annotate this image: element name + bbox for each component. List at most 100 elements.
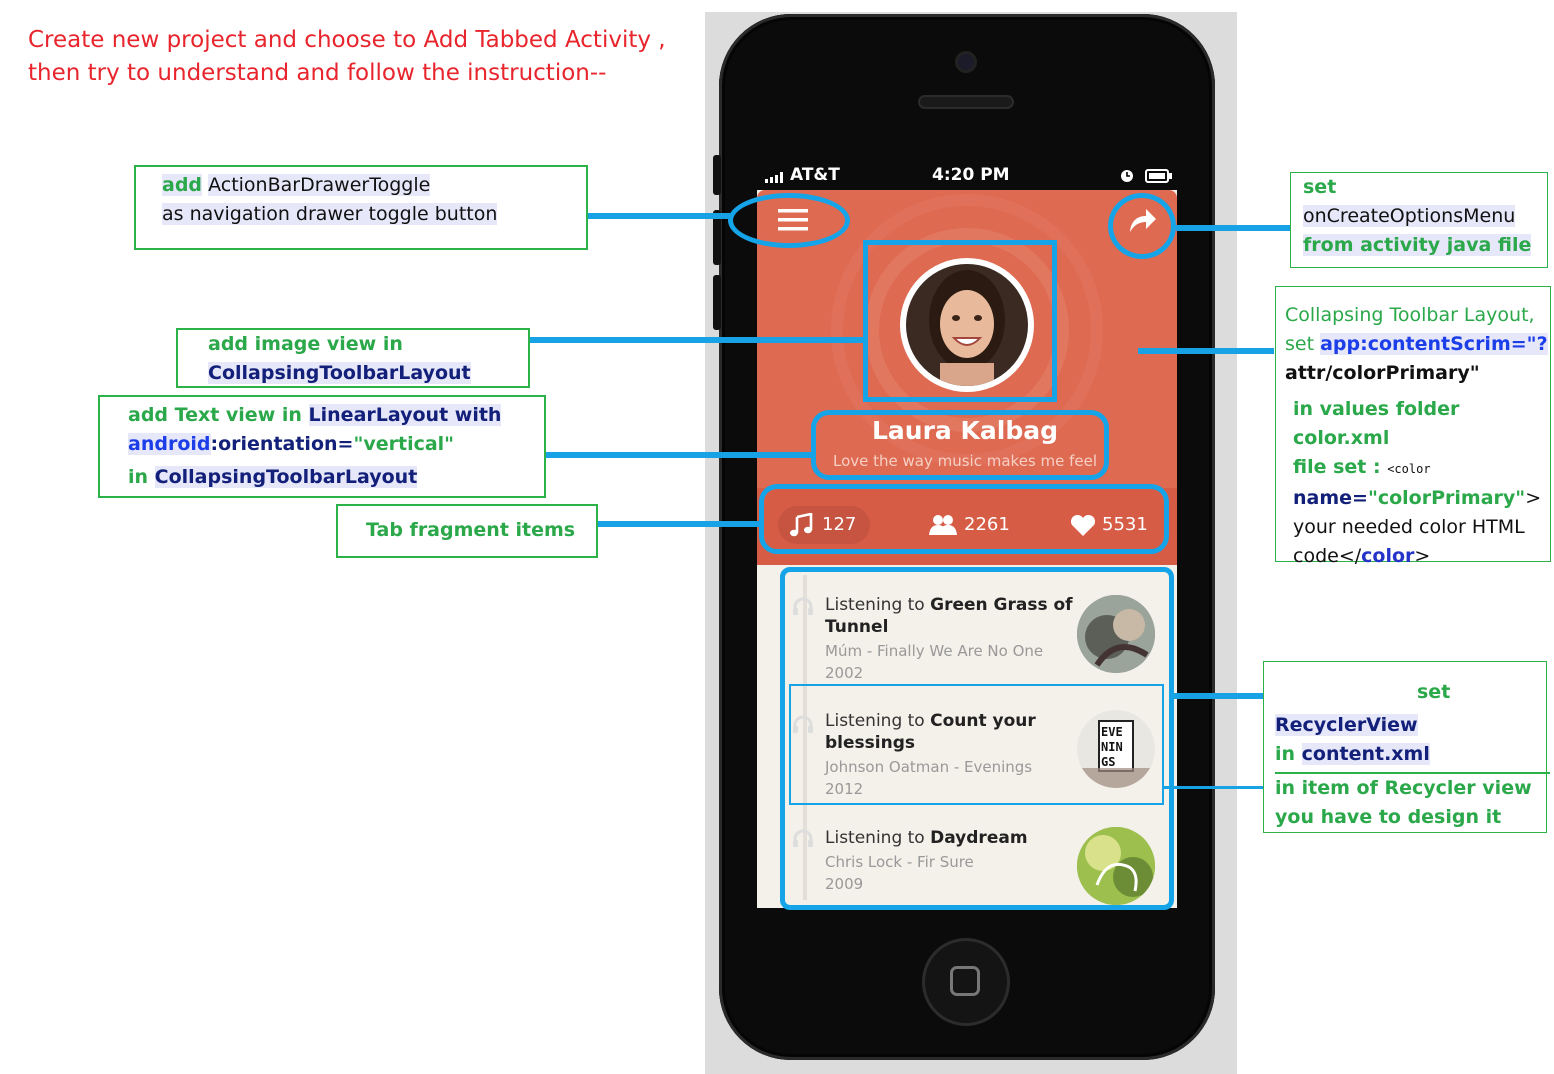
- note-text: >: [1525, 487, 1542, 509]
- note-text: Collapsing Toolbar Layout,: [1285, 304, 1535, 326]
- item-artist: Múm - Finally We Are No One: [825, 642, 1044, 660]
- note-text: onCreateOptionsMenu: [1303, 205, 1516, 227]
- note-text: <color: [1387, 462, 1431, 476]
- tab-followers[interactable]: 2261: [922, 506, 1022, 544]
- note-text: CollapsingToolbarLayout: [208, 362, 471, 384]
- note-text: you have to design it: [1275, 806, 1502, 828]
- note-text: app:contentScrim="?: [1320, 333, 1548, 355]
- note-recycler-view: set RecyclerView in content.xml in item …: [1263, 661, 1550, 833]
- note-text: add: [162, 174, 203, 196]
- item-title: Listening to Daydream: [825, 828, 1028, 848]
- outline-share: [1108, 193, 1176, 259]
- item-year: 2002: [825, 664, 864, 682]
- signal-bars-icon: [765, 168, 787, 188]
- intro-line-2: then try to understand and follow the in…: [28, 60, 607, 86]
- avatar: [900, 258, 1034, 392]
- note-text: your needed color HTML: [1293, 516, 1525, 538]
- note-text: code</: [1293, 545, 1362, 567]
- volume-down-button: [713, 275, 721, 330]
- list-item[interactable]: [789, 706, 1169, 801]
- connector-recycler-item: [1164, 786, 1274, 789]
- note-text: in: [128, 466, 155, 488]
- note-text: file set :: [1293, 456, 1388, 478]
- headphones-icon: [793, 715, 813, 733]
- intro-line-1: Create new project and choose to Add Tab…: [28, 27, 666, 53]
- connector-image: [530, 337, 865, 343]
- outline-recycler-item: [789, 684, 1164, 805]
- connector-menu: [1176, 225, 1290, 231]
- intro-text: Create new project and choose to Add Tab…: [28, 24, 666, 90]
- earpiece-speaker: [918, 95, 1014, 109]
- headphones-icon: [793, 829, 813, 847]
- note-text-view: add Text view in LinearLayout with andro…: [98, 395, 546, 498]
- note-text: from activity java file: [1303, 234, 1532, 256]
- profile-photo: [906, 264, 1028, 386]
- note-text: Tab fragment items: [366, 519, 576, 541]
- item-title: Listening to Green Grass of: [825, 595, 1073, 615]
- item-artist: Chris Lock - Fir Sure: [825, 853, 974, 871]
- tab-likes-count: 5531: [1102, 514, 1148, 535]
- music-note-icon: [790, 513, 813, 537]
- thumb-text-1: EVE: [1101, 725, 1123, 739]
- note-tab-items: Tab fragment items: [336, 504, 598, 558]
- item-year: 2009: [825, 875, 864, 893]
- tab-songs[interactable]: 127: [778, 506, 870, 544]
- clock-label: 4:20 PM: [932, 165, 1010, 185]
- note-text: in values folder color.xml: [1293, 398, 1460, 449]
- note-text: set: [1417, 681, 1451, 703]
- item-year: 2012: [825, 780, 864, 798]
- note-drawer-toggle: add ActionBarDrawerToggle as navigation …: [134, 165, 588, 250]
- album-thumbnail: EVE NIN GS: [1077, 710, 1155, 788]
- note-text: as navigation drawer toggle button: [162, 203, 498, 225]
- note-options-menu: set onCreateOptionsMenu from activity ja…: [1290, 172, 1548, 268]
- connector-text: [546, 452, 812, 458]
- note-text: set: [1303, 176, 1337, 198]
- note-text: color: [1361, 545, 1415, 567]
- connector-collapsing: [1138, 348, 1274, 354]
- note-text: CollapsingToolbarLayout: [154, 466, 418, 488]
- note-collapsing-toolbar: Collapsing Toolbar Layout, set app:conte…: [1275, 286, 1551, 567]
- tab-likes[interactable]: 5531: [1066, 506, 1156, 544]
- note-text: add Text view in: [128, 404, 309, 426]
- list-item[interactable]: [789, 822, 1169, 902]
- note-text: in item of Recycler view: [1275, 777, 1532, 799]
- timeline-track: [803, 575, 807, 900]
- tab-followers-count: 2261: [964, 514, 1010, 535]
- outline-drawer-toggle: [728, 193, 850, 248]
- heart-icon: [1070, 515, 1096, 536]
- note-text: LinearLayout with: [308, 404, 502, 426]
- note-text: android: [128, 433, 211, 455]
- album-thumbnail: [1077, 595, 1155, 673]
- outline-image-view: [863, 240, 1057, 402]
- note-text: :orientation=: [210, 433, 354, 455]
- status-bar: AT&T 4:20 PM: [757, 162, 1177, 190]
- item-artist: Johnson Oatman - Evenings: [825, 758, 1033, 776]
- volume-up-button: [713, 210, 721, 265]
- thumb-text-3: GS: [1101, 755, 1116, 769]
- item-title-line-2: blessings: [825, 733, 915, 753]
- carrier-label: AT&T: [790, 165, 840, 185]
- connector-drawer: [588, 213, 730, 219]
- outline-recycler-view: [780, 567, 1174, 910]
- note-text: in: [1275, 743, 1302, 765]
- profile-name: Laura Kalbag: [872, 416, 1058, 445]
- profile-tagline: Love the way music makes me feel: [832, 452, 1098, 470]
- note-text: attr/colorPrimary": [1285, 362, 1480, 384]
- home-button[interactable]: [922, 938, 1010, 1026]
- tab-songs-count: 127: [822, 514, 857, 535]
- connector-tabs: [598, 521, 760, 527]
- note-text: add image view in: [208, 333, 403, 355]
- note-text: ActionBarDrawerToggle: [208, 174, 431, 196]
- outline-text-view: [811, 410, 1109, 480]
- note-text: RecyclerView: [1275, 714, 1418, 736]
- note-text: content.xml: [1301, 743, 1430, 765]
- users-icon: [929, 515, 957, 535]
- note-text: >: [1414, 545, 1431, 567]
- list-item[interactable]: [789, 590, 1169, 685]
- note-text: "vertical": [353, 433, 455, 455]
- mute-switch: [713, 155, 721, 195]
- note-text: name=: [1293, 487, 1368, 509]
- headphones-icon: [793, 597, 813, 615]
- item-title-line-2: Tunnel: [825, 617, 889, 637]
- home-button-square-icon: [950, 966, 980, 996]
